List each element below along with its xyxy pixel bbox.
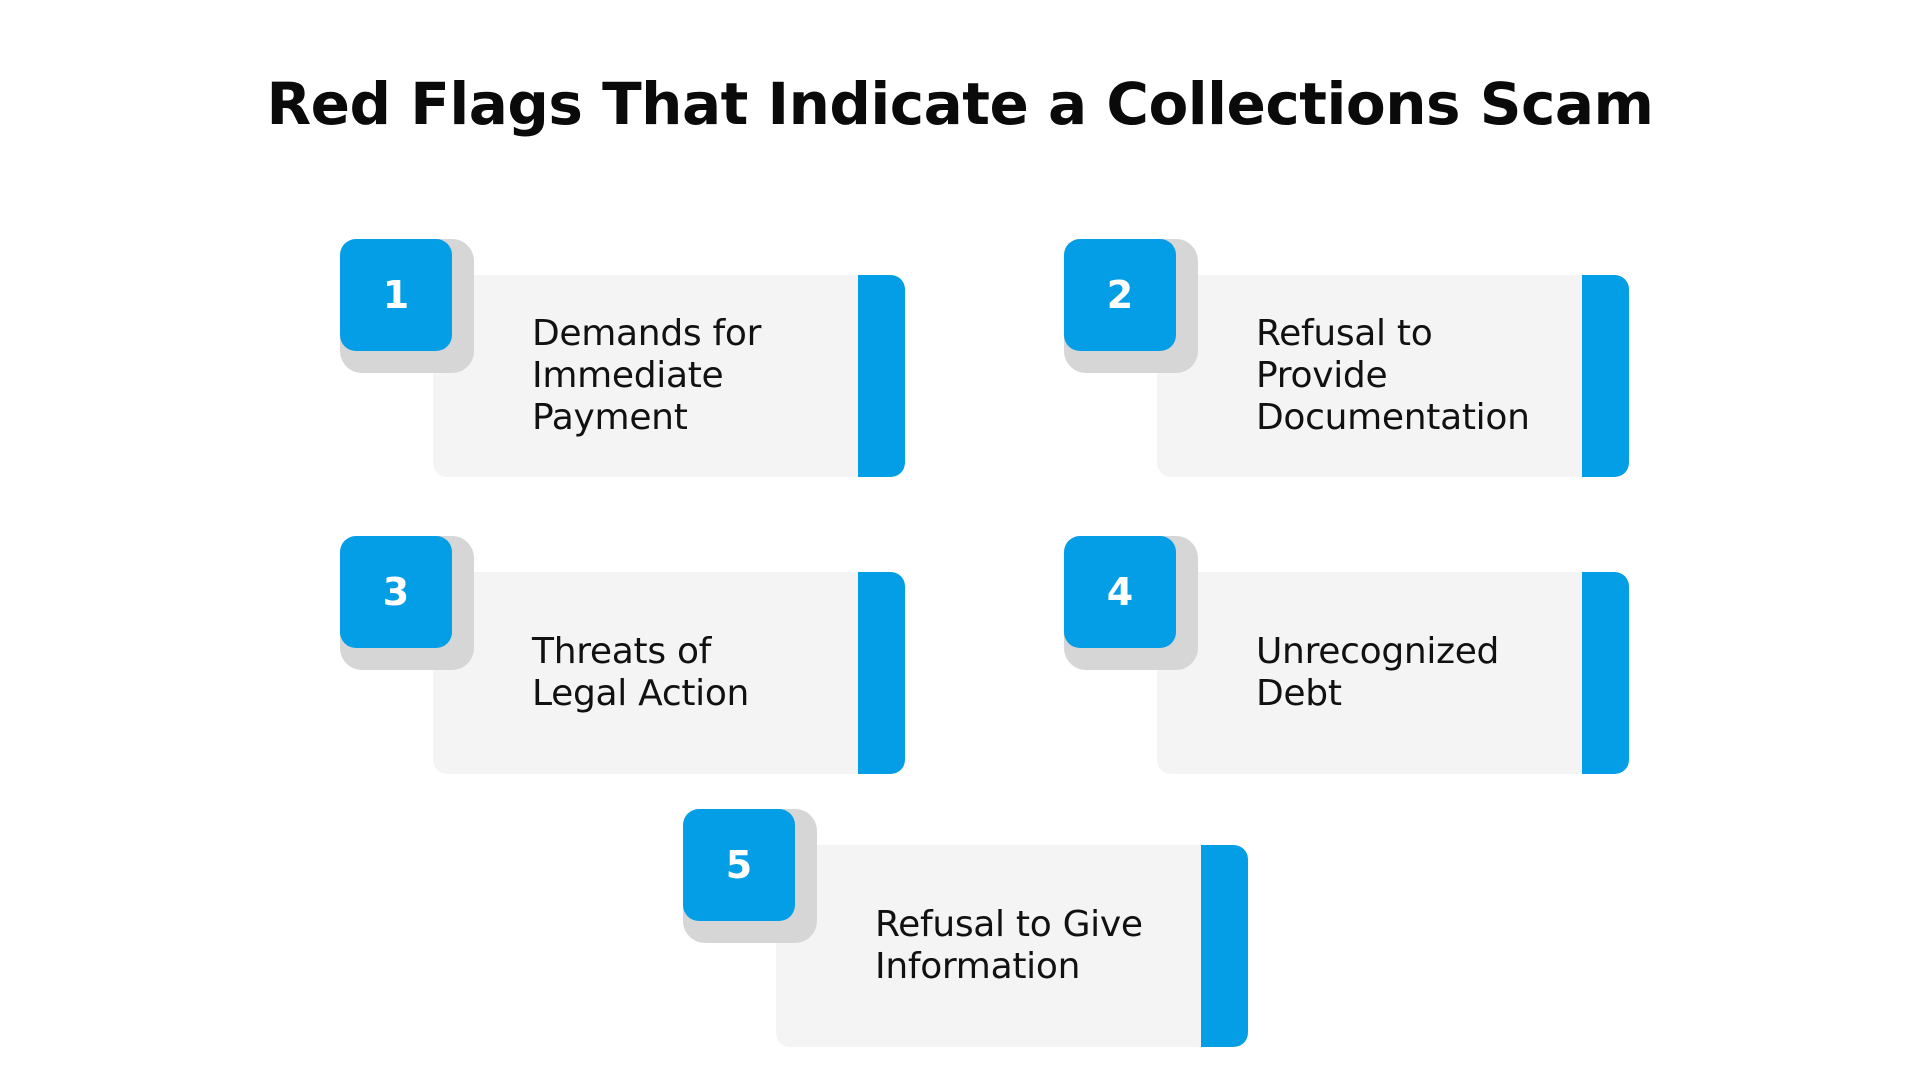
card-body: Unrecognized Debt (1157, 572, 1629, 774)
card-label: Refusal to Give Information (875, 904, 1143, 987)
card-accent-bar (858, 275, 905, 477)
number-badge: 5 (683, 809, 795, 921)
number-badge: 2 (1064, 239, 1176, 351)
red-flag-card: Refusal to Provide Documentation 2 (1064, 239, 1629, 477)
red-flag-card: Unrecognized Debt 4 (1064, 536, 1629, 774)
card-label: Demands for Immediate Payment (532, 313, 762, 438)
card-body: Refusal to Give Information (776, 845, 1248, 1047)
number-badge: 1 (340, 239, 452, 351)
card-accent-bar (1201, 845, 1248, 1047)
red-flag-card: Refusal to Give Information 5 (683, 809, 1248, 1047)
card-body: Demands for Immediate Payment (433, 275, 905, 477)
card-label: Refusal to Provide Documentation (1256, 313, 1530, 438)
card-accent-bar (858, 572, 905, 774)
card-body: Threats of Legal Action (433, 572, 905, 774)
card-body: Refusal to Provide Documentation (1157, 275, 1629, 477)
card-label: Unrecognized Debt (1256, 631, 1500, 714)
number-badge: 3 (340, 536, 452, 648)
card-label: Threats of Legal Action (532, 631, 750, 714)
red-flag-card: Demands for Immediate Payment 1 (340, 239, 905, 477)
page-title: Red Flags That Indicate a Collections Sc… (266, 70, 1654, 138)
card-accent-bar (1582, 572, 1629, 774)
number-badge: 4 (1064, 536, 1176, 648)
red-flag-card: Threats of Legal Action 3 (340, 536, 905, 774)
card-accent-bar (1582, 275, 1629, 477)
